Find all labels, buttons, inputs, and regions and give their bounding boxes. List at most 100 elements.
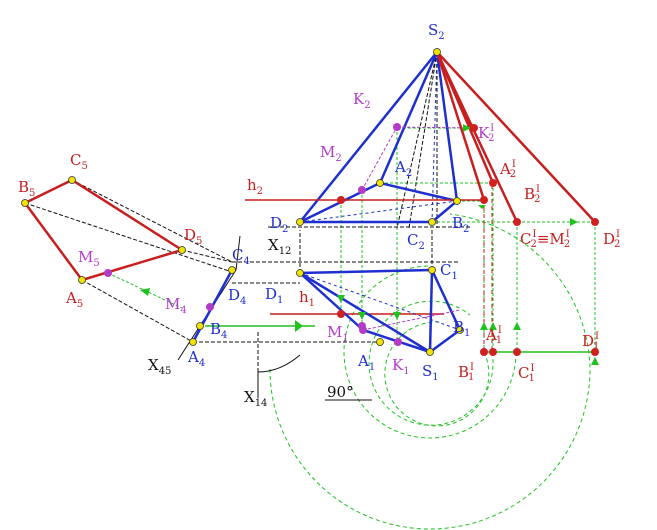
label-x14-sub: 14 <box>255 398 268 409</box>
label-d1p-base: D <box>582 332 594 350</box>
label-a1-base: A <box>357 352 369 370</box>
label-c2: C2 <box>407 231 425 252</box>
point-b2 <box>453 197 461 205</box>
label-c1p-sub: 1 <box>528 373 534 384</box>
label-c1-sub: 1 <box>451 271 457 282</box>
label-c4-sub: 4 <box>243 256 249 267</box>
label-x14-base: X <box>244 388 255 406</box>
label-h1-sub: 1 <box>309 298 315 309</box>
label-b1-base: B <box>453 318 464 336</box>
label-a2: A2 <box>394 158 412 179</box>
label-c5: C5 <box>70 151 88 172</box>
section-line-h1 <box>362 309 461 331</box>
label-d4-base: D <box>228 286 240 304</box>
point-a2p <box>489 179 497 187</box>
point-d1 <box>296 269 304 277</box>
point-k2 <box>393 123 401 131</box>
label-d1-sub: 1 <box>277 295 283 306</box>
label-a4-sub: 4 <box>199 358 205 369</box>
label-d4-sub: 4 <box>240 296 246 307</box>
label-m5-sub: 5 <box>93 258 99 269</box>
pyramid-top-hidden <box>299 272 461 343</box>
section-line-v2 <box>361 126 475 191</box>
label-a2-sub: 2 <box>406 168 412 179</box>
label-b4-base: B <box>210 320 221 338</box>
point-d2 <box>296 218 304 226</box>
label-b2: B2 <box>452 214 469 235</box>
point-c2pm2p <box>513 218 521 226</box>
angle-label: 90° <box>327 383 354 401</box>
label-m5-base: M <box>78 248 93 266</box>
label-k2-base: K <box>353 90 365 108</box>
label-b1p-sub: 1 <box>468 372 474 383</box>
point-s1 <box>426 348 434 356</box>
arrowheads <box>140 124 599 365</box>
label-s1: S1 <box>422 362 439 383</box>
label-d5: D5 <box>184 226 202 247</box>
rotation-arcs <box>269 213 591 530</box>
label-d5-sub: 5 <box>196 236 202 247</box>
label-k2-sub: 2 <box>364 100 370 111</box>
label-k2p-base: K <box>478 124 490 142</box>
label-d2p-sub: 2 <box>614 239 620 250</box>
label-b1p-sup: I <box>470 362 474 373</box>
label-c4: C4 <box>232 246 250 267</box>
label-a2p-sub: 2 <box>510 169 516 180</box>
point-a2 <box>376 179 384 187</box>
label-c2-sub: 2 <box>418 241 424 252</box>
label-a2p-sup: I <box>512 159 516 170</box>
label-b2-base: B <box>452 214 463 232</box>
label-k1-base: K <box>392 356 404 374</box>
label-a1p-sub: 1 <box>496 335 502 346</box>
label-m1: M1 <box>327 323 349 344</box>
label-c2pm2p-mid: ≡M <box>537 230 565 248</box>
label-k2: K2 <box>353 90 371 111</box>
label-m1-base: M <box>327 323 342 341</box>
label-h2-base: h <box>247 176 257 194</box>
point-a4 <box>189 338 197 346</box>
label-c2pm2p-sup2: I <box>566 229 570 240</box>
arc-d1 <box>269 213 591 530</box>
label-d2-sub: 2 <box>282 224 288 235</box>
label-m2-base: M <box>320 143 335 161</box>
label-c5-base: C <box>70 151 81 169</box>
point-c4 <box>228 266 236 274</box>
point-h2-pt <box>337 196 345 204</box>
point-s2 <box>433 48 441 56</box>
label-d4: D4 <box>228 286 246 307</box>
label-k1: K1 <box>392 356 410 377</box>
point-a5 <box>78 276 86 284</box>
point-b1p <box>480 348 488 356</box>
pyramid-front-hidden <box>299 51 458 223</box>
label-k2p-sub: 2 <box>488 133 494 144</box>
label-c1p-sup: I <box>530 363 534 374</box>
label-h2-sub: 2 <box>257 186 263 197</box>
label-x45-sub: 45 <box>159 366 172 377</box>
label-b1p-base: B <box>458 363 469 381</box>
label-d2: D2 <box>270 214 288 235</box>
label-x12: X12 <box>268 236 291 257</box>
label-a4-base: A <box>187 348 199 366</box>
point-m2 <box>358 186 366 194</box>
label-d1p-sup: I <box>595 331 599 342</box>
label-s1-sub: 1 <box>432 372 438 383</box>
label-b1: B1 <box>453 318 470 339</box>
label-b1-sub: 1 <box>464 328 470 339</box>
label-m1-sub: 1 <box>342 333 348 344</box>
point-b2p <box>480 196 488 204</box>
label-x14: X14 <box>244 388 267 409</box>
label-x12-base: X <box>268 236 279 254</box>
label-s2-base: S <box>428 21 438 39</box>
point-c1 <box>428 266 436 274</box>
label-x12-sub: 12 <box>279 246 292 257</box>
label-a2p-base: A <box>499 160 511 178</box>
